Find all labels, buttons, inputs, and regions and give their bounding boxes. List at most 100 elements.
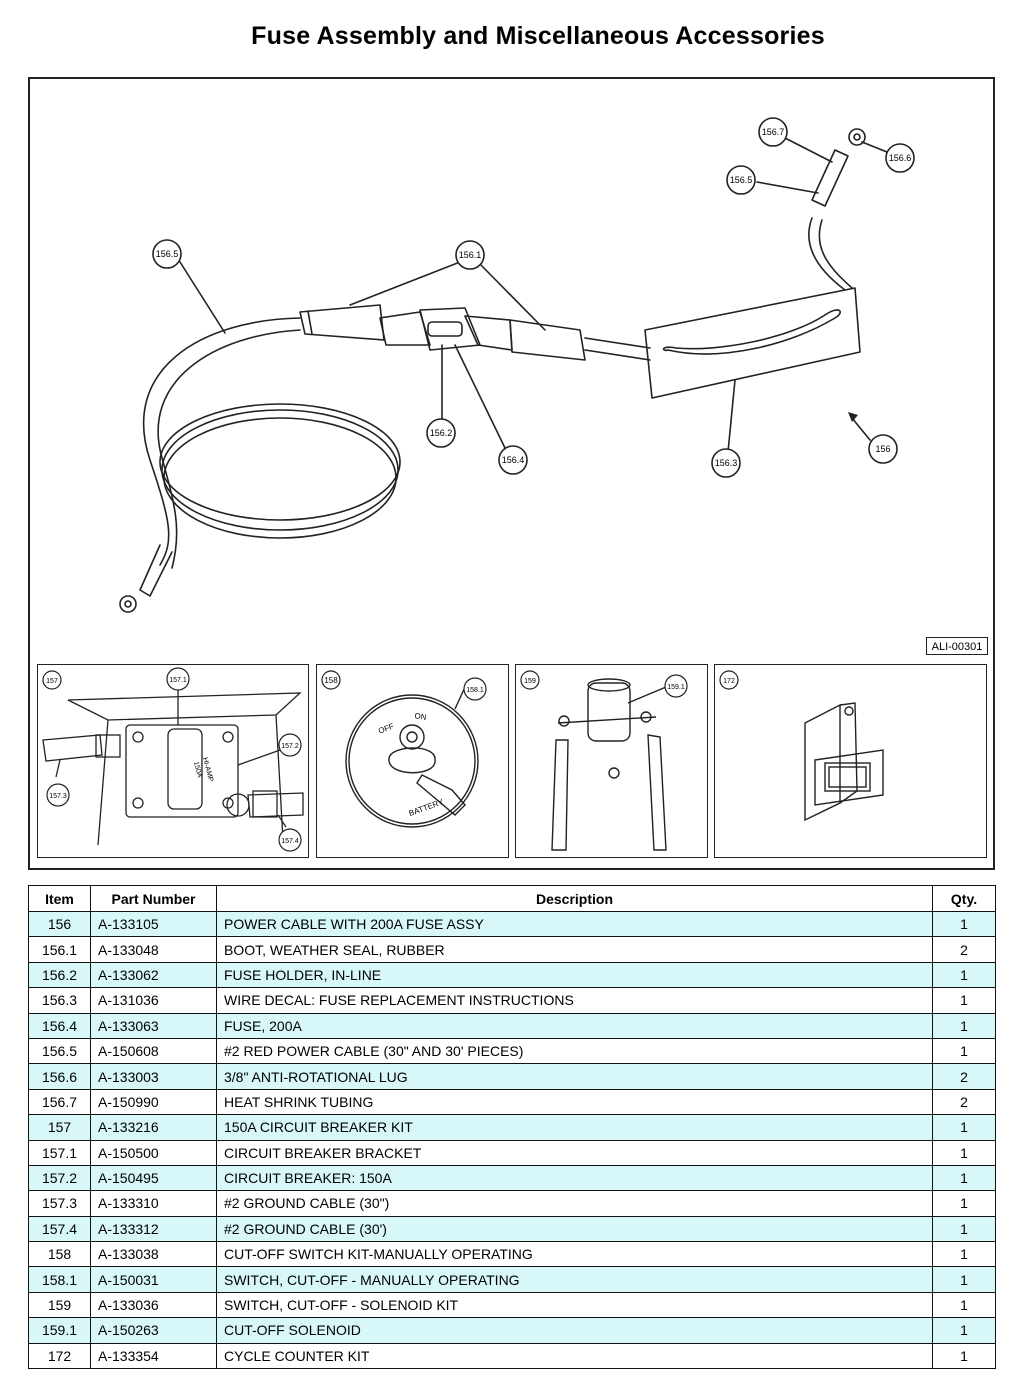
cell-item: 156.7 bbox=[28, 1088, 91, 1116]
callout-label: 157.4 bbox=[281, 838, 299, 845]
callout-label: 156.7 bbox=[762, 127, 785, 137]
cell-part-number: A-133354 bbox=[90, 1342, 217, 1370]
callout-label: 157.3 bbox=[49, 793, 67, 800]
cell-description: 3/8" ANTI-ROTATIONAL LUG bbox=[216, 1063, 933, 1090]
cell-description: CIRCUIT BREAKER BRACKET bbox=[216, 1139, 933, 1166]
cell-qty: 1 bbox=[932, 1037, 996, 1065]
cell-description: FUSE, 200A bbox=[216, 1012, 933, 1039]
column-header-qty: Qty. bbox=[932, 885, 996, 912]
cell-description: CIRCUIT BREAKER: 150A bbox=[216, 1164, 933, 1192]
cell-item: 157 bbox=[28, 1114, 91, 1141]
cell-item: 159 bbox=[28, 1291, 91, 1319]
inset-item-label: 157 bbox=[46, 678, 58, 685]
cell-part-number: A-150263 bbox=[90, 1317, 217, 1344]
callout-label: 156.5 bbox=[730, 175, 753, 185]
callout-label: 156.3 bbox=[715, 458, 738, 468]
cell-description: FUSE HOLDER, IN-LINE bbox=[216, 961, 933, 989]
cell-part-number: A-133048 bbox=[90, 936, 217, 963]
switch-off-label: OFF bbox=[377, 722, 395, 736]
cell-item: 172 bbox=[28, 1342, 91, 1370]
cell-qty: 1 bbox=[932, 987, 996, 1014]
callout-label: 156 bbox=[875, 444, 890, 454]
cell-part-number: A-133310 bbox=[90, 1190, 217, 1217]
cell-part-number: A-133036 bbox=[90, 1291, 217, 1319]
cell-item: 156.1 bbox=[28, 936, 91, 963]
callout-label: 156.6 bbox=[889, 153, 912, 163]
cell-qty: 1 bbox=[932, 1190, 996, 1217]
inset-item-label: 172 bbox=[723, 678, 735, 685]
cell-item: 156.2 bbox=[28, 961, 91, 989]
cell-description: #2 RED POWER CABLE (30" AND 30' PIECES) bbox=[216, 1037, 933, 1065]
cell-qty: 1 bbox=[932, 1215, 996, 1243]
cell-item: 157.3 bbox=[28, 1190, 91, 1217]
inset-item-label: 159 bbox=[524, 678, 536, 685]
cell-description: #2 GROUND CABLE (30") bbox=[216, 1190, 933, 1217]
cell-qty: 1 bbox=[932, 1317, 996, 1344]
switch-on-label: ON bbox=[414, 711, 428, 722]
cell-qty: 1 bbox=[932, 1114, 996, 1141]
cell-part-number: A-150608 bbox=[90, 1037, 217, 1065]
cell-description: 150A CIRCUIT BREAKER KIT bbox=[216, 1114, 933, 1141]
cell-qty: 1 bbox=[932, 1342, 996, 1370]
cell-description: POWER CABLE WITH 200A FUSE ASSY bbox=[216, 910, 933, 938]
breaker-label: 150A bbox=[192, 761, 203, 779]
callout-label: 159.1 bbox=[667, 684, 685, 691]
callout-label: 157.2 bbox=[281, 743, 299, 750]
cell-part-number: A-150990 bbox=[90, 1088, 217, 1116]
cell-qty: 1 bbox=[932, 1241, 996, 1268]
cell-item: 156 bbox=[28, 910, 91, 938]
cell-qty: 1 bbox=[932, 1164, 996, 1192]
cell-item: 158.1 bbox=[28, 1266, 91, 1293]
cell-description: CYCLE COUNTER KIT bbox=[216, 1342, 933, 1370]
column-header-item: Item bbox=[28, 885, 91, 912]
cell-part-number: A-150031 bbox=[90, 1266, 217, 1293]
figure-id: ALI-00301 bbox=[926, 637, 988, 655]
cell-item: 156.6 bbox=[28, 1063, 91, 1090]
breaker-label: HI-AMP bbox=[201, 757, 214, 783]
cell-item: 157.2 bbox=[28, 1164, 91, 1192]
column-header-part-number: Part Number bbox=[90, 885, 217, 912]
inset-159: 159 159.1 bbox=[515, 664, 708, 858]
inset-item-label: 158 bbox=[324, 676, 338, 685]
cell-item: 159.1 bbox=[28, 1317, 91, 1344]
cell-description: HEAT SHRINK TUBING bbox=[216, 1088, 933, 1116]
cell-qty: 2 bbox=[932, 1088, 996, 1116]
cell-item: 156.4 bbox=[28, 1012, 91, 1039]
cell-qty: 1 bbox=[932, 1291, 996, 1319]
circuit-breaker-illustration: 157 157.1 157.2 157.3 157.4 HI-AMP 150A bbox=[42, 667, 304, 852]
cell-part-number: A-133003 bbox=[90, 1063, 217, 1090]
cell-item: 157.4 bbox=[28, 1215, 91, 1243]
cell-part-number: A-133105 bbox=[90, 910, 217, 938]
cell-qty: 2 bbox=[932, 1063, 996, 1090]
switch-battery-label: BATTERY bbox=[408, 797, 446, 818]
cell-description: SWITCH, CUT-OFF - SOLENOID KIT bbox=[216, 1291, 933, 1319]
cell-description: BOOT, WEATHER SEAL, RUBBER bbox=[216, 936, 933, 963]
cell-qty: 2 bbox=[932, 936, 996, 963]
diagram-frame bbox=[28, 77, 995, 870]
cell-item: 156.3 bbox=[28, 987, 91, 1014]
cell-qty: 1 bbox=[932, 1012, 996, 1039]
cell-description: #2 GROUND CABLE (30') bbox=[216, 1215, 933, 1243]
cell-part-number: A-133216 bbox=[90, 1114, 217, 1141]
cell-qty: 1 bbox=[932, 961, 996, 989]
cell-part-number: A-133038 bbox=[90, 1241, 217, 1268]
cell-item: 156.5 bbox=[28, 1037, 91, 1065]
callout-label: 156.2 bbox=[430, 428, 453, 438]
cell-description: WIRE DECAL: FUSE REPLACEMENT INSTRUCTION… bbox=[216, 987, 933, 1014]
